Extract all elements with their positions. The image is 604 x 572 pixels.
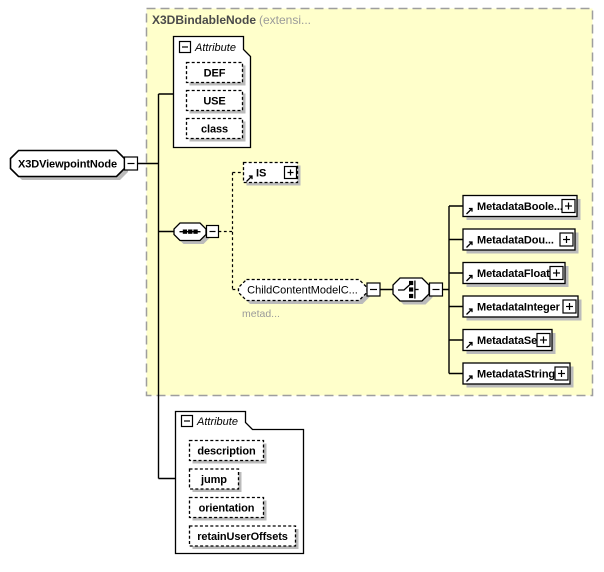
reference-arrow-icon bbox=[466, 274, 473, 282]
element-x3dviewpointnode[interactable]: X3DViewpointNode bbox=[9, 149, 129, 181]
attribute-group-top-label: Attribute bbox=[194, 42, 236, 54]
attribute-group-bottom-collapse-toggle[interactable] bbox=[180, 414, 194, 428]
childcontent-collapse-toggle[interactable] bbox=[366, 282, 381, 297]
group-box[interactable] bbox=[237, 278, 368, 302]
attribute-box[interactable] bbox=[185, 117, 244, 140]
childcontent-annotation: metad... bbox=[242, 308, 280, 320]
connector-choice-branches bbox=[380, 205, 463, 375]
attribute-label: orientation bbox=[199, 503, 255, 515]
attribute-retainuseroffsets[interactable]: retainUserOffsets bbox=[188, 525, 299, 549]
attribute-label: retainUserOffsets bbox=[197, 531, 288, 543]
element-label: MetadataFloat bbox=[477, 268, 550, 280]
metadatainteger-expand-toggle[interactable] bbox=[562, 299, 577, 314]
element-metadatafloat[interactable]: MetadataFloat bbox=[462, 261, 569, 288]
reference-arrow-icon bbox=[246, 175, 253, 182]
element-metadataboolean[interactable]: MetadataBoole... bbox=[462, 194, 581, 221]
reference-arrow-icon bbox=[466, 207, 473, 215]
attribute-label: class bbox=[201, 124, 228, 136]
element-box[interactable] bbox=[9, 149, 126, 178]
element-box[interactable] bbox=[462, 194, 578, 218]
sequence-compositor[interactable] bbox=[173, 222, 210, 244]
attribute-label: USE bbox=[203, 96, 225, 108]
metadatastring-expand-toggle[interactable] bbox=[554, 366, 569, 381]
element-label: MetadataInteger bbox=[477, 302, 561, 314]
choice-compositor[interactable] bbox=[392, 277, 433, 305]
attribute-box[interactable] bbox=[185, 89, 244, 112]
root-element-label: X3DViewpointNode bbox=[18, 159, 117, 171]
element-metadatastring[interactable]: MetadataString bbox=[462, 362, 574, 388]
attribute-description[interactable]: description bbox=[188, 439, 267, 464]
reference-arrow-icon bbox=[466, 341, 473, 349]
attribute-box[interactable] bbox=[188, 468, 240, 490]
attribute-group-top-collapse-toggle[interactable] bbox=[178, 40, 192, 54]
reference-arrow-icon bbox=[466, 241, 473, 248]
attribute-box[interactable] bbox=[185, 61, 244, 84]
element-label: MetadataString bbox=[477, 369, 555, 381]
connector-optional bbox=[218, 171, 244, 291]
sequence-icon bbox=[179, 229, 201, 234]
element-label: MetadataSet bbox=[477, 335, 541, 347]
metadatafloat-expand-toggle[interactable] bbox=[549, 265, 564, 281]
is-element-label: IS bbox=[256, 168, 266, 180]
childcontent-label: ChildContentModelC... bbox=[247, 285, 358, 297]
attribute-box[interactable] bbox=[188, 496, 265, 519]
element-box[interactable] bbox=[462, 261, 566, 285]
element-box[interactable] bbox=[462, 328, 553, 352]
connector-trunk bbox=[137, 93, 176, 480]
attribute-use[interactable]: USE bbox=[185, 89, 246, 114]
group-childcontentmodel[interactable]: ChildContentModelC... bbox=[237, 278, 371, 305]
extension-container-title: X3DBindableNode bbox=[152, 13, 256, 27]
is-expand-toggle[interactable] bbox=[283, 165, 298, 180]
attribute-label: description bbox=[197, 446, 256, 458]
element-metadatadouble[interactable]: MetadataDou... bbox=[462, 228, 579, 254]
choice-icon bbox=[398, 280, 419, 299]
attribute-jump[interactable]: jump bbox=[188, 468, 242, 492]
element-box[interactable] bbox=[462, 228, 576, 251]
sequence-collapse-toggle[interactable] bbox=[205, 224, 220, 239]
root-collapse-toggle[interactable] bbox=[123, 156, 139, 171]
metadataset-expand-toggle[interactable] bbox=[536, 332, 551, 348]
element-metadataset[interactable]: MetadataSet bbox=[462, 328, 556, 355]
attribute-def[interactable]: DEF bbox=[185, 61, 246, 86]
element-box[interactable] bbox=[462, 295, 579, 318]
metadataboolean-expand-toggle[interactable] bbox=[561, 198, 576, 214]
element-label: MetadataBoole... bbox=[477, 201, 563, 213]
attribute-box[interactable] bbox=[188, 439, 265, 462]
attribute-group-bottom-label: Attribute bbox=[196, 416, 238, 428]
element-is[interactable]: IS bbox=[242, 161, 301, 186]
reference-arrow-icon bbox=[466, 308, 473, 315]
reference-arrow-icon bbox=[466, 375, 473, 382]
attribute-orientation[interactable]: orientation bbox=[188, 496, 267, 521]
element-metadatainteger[interactable]: MetadataInteger bbox=[462, 295, 582, 321]
element-box[interactable] bbox=[462, 362, 571, 385]
attribute-group-top: Attribute DEF USE class bbox=[172, 35, 252, 149]
element-label: MetadataDou... bbox=[477, 235, 554, 247]
attribute-label: DEF bbox=[204, 68, 226, 80]
attribute-group-bottom: Attribute description jump orientation r… bbox=[174, 410, 305, 555]
attribute-class[interactable]: class bbox=[185, 117, 246, 142]
attribute-label: jump bbox=[200, 474, 227, 486]
metadatadouble-expand-toggle[interactable] bbox=[559, 232, 574, 247]
choice-collapse-toggle[interactable] bbox=[428, 282, 444, 297]
attribute-box[interactable] bbox=[188, 525, 297, 547]
extension-container-title-suffix: (extensi... bbox=[259, 13, 311, 27]
